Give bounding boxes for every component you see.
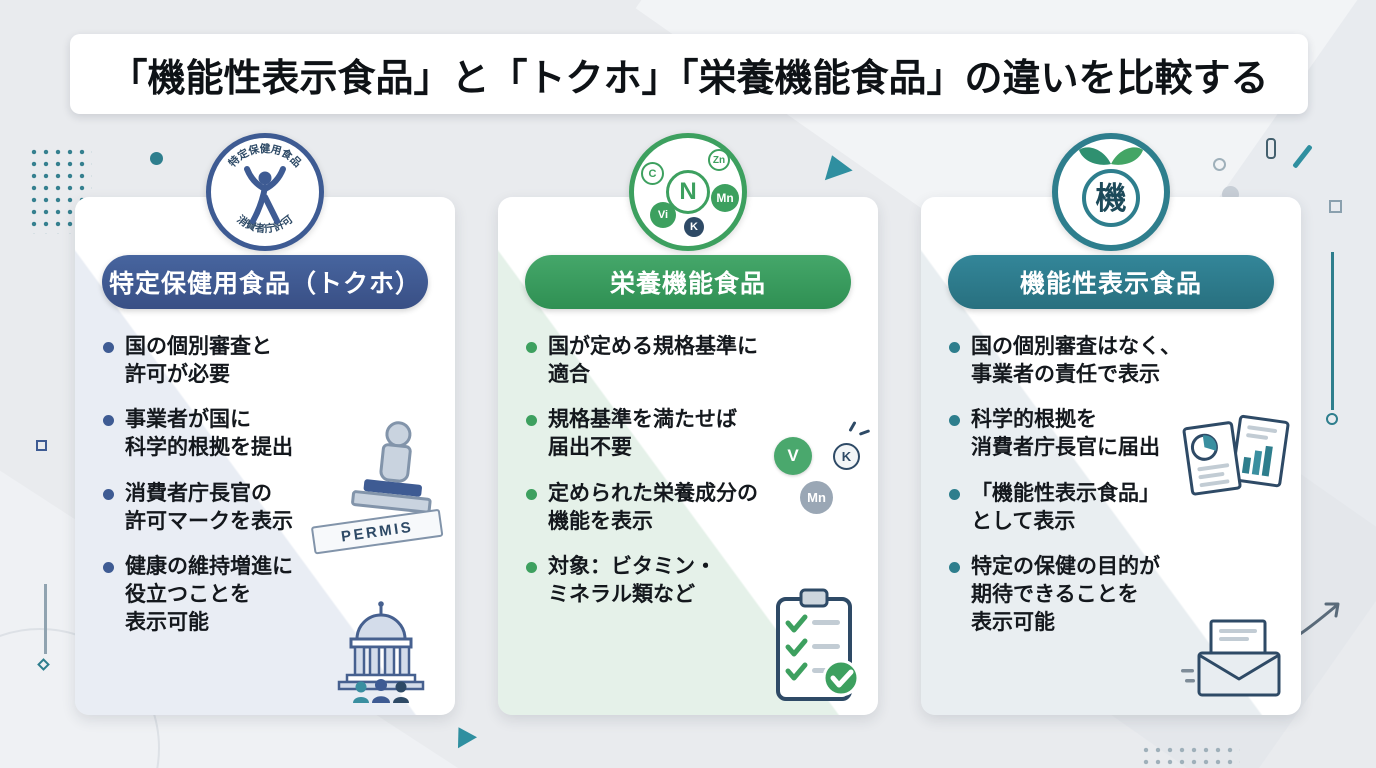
list-item: 国が定める規格基準に 適合 xyxy=(526,333,862,388)
list-item: 健康の維持増進に 役立つことを 表示可能 xyxy=(103,553,439,636)
square-outline-decoration xyxy=(36,440,47,451)
research-documents-icon xyxy=(1182,414,1290,496)
page-title: 「機能性表示食品」と「トクホ」「栄養機能食品」の違いを比較する xyxy=(109,57,1269,100)
bullet-dot xyxy=(949,488,960,500)
bullet-list: 国が定める規格基準に 適合 規格基準を満たせば 届出不要 定められた栄養成分の … xyxy=(498,333,878,627)
card-header-nutrient-function: 栄養機能食品 xyxy=(524,255,852,309)
people-icons xyxy=(353,679,409,703)
svg-text:特定保健用食品: 特定保健用食品 xyxy=(226,142,304,170)
bubble-mn: Mn xyxy=(800,481,833,514)
nutrient-mn: Mn xyxy=(711,184,739,212)
list-item: 特定の保健の目的が 期待できることを 表示可能 xyxy=(949,553,1285,636)
bullet-dot xyxy=(526,415,537,427)
submission-envelope-icon xyxy=(1181,619,1281,697)
bullet-dot xyxy=(103,562,114,574)
bullet-dot xyxy=(103,488,114,500)
government-building-icon xyxy=(337,601,425,703)
card-header-tokuho: 特定保健用食品（トクホ） xyxy=(101,255,429,309)
nutrients-cluster: Zn C Vi K Mn N xyxy=(636,140,740,244)
bullet-dot xyxy=(103,342,114,353)
bullet-dot xyxy=(949,562,960,574)
list-item: 消費者庁長官の 許可マークを表示 xyxy=(103,480,439,535)
stamp-handle xyxy=(378,442,413,484)
list-item: 事業者が国に 科学的根拠を提出 xyxy=(103,406,439,461)
square-outline-decoration xyxy=(1329,200,1342,213)
nutrient-k: K xyxy=(684,217,704,237)
list-item: 規格基準を満たせば 届出不要 xyxy=(526,406,862,461)
bubble-k: K xyxy=(833,443,860,470)
bullet-dot xyxy=(526,342,537,353)
circle-outline-decoration xyxy=(1213,158,1226,171)
bullet-dot xyxy=(103,415,114,427)
card-tokuho: 特定保健用食品 消費者庁許可 特定保健用食品（トクホ） 国の個別審査と 許可が必… xyxy=(75,133,456,715)
seal-top-text: 特定保健用食品 xyxy=(226,142,304,170)
card-functional-claims: 機 機能性表示食品 国の個別審査はなく、 事業者の責任で表示 科学的根拠を 消費… xyxy=(921,133,1301,715)
triangle-decoration xyxy=(448,721,478,749)
badge-kanji: 機 xyxy=(1096,181,1127,216)
dots-grid-decoration xyxy=(1140,744,1240,766)
nutrients-badge-icon: Zn C Vi K Mn N xyxy=(629,133,747,251)
vertical-line-decoration xyxy=(44,584,47,654)
list-item: 国の個別審査と 許可が必要 xyxy=(103,333,439,388)
bubble-v: V xyxy=(774,437,812,475)
bullet-dot xyxy=(949,415,960,427)
card-nutrient-function: Zn C Vi K Mn N 栄養機能食品 国が定める規格基準に 適合 規格基準… xyxy=(498,133,878,715)
list-item: 定められた栄養成分の 機能を表示 xyxy=(526,480,862,535)
list-item: 「機能性表示食品」 として表示 xyxy=(949,480,1285,535)
dot-decoration xyxy=(150,152,163,165)
card-header-functional-claims: 機能性表示食品 xyxy=(947,255,1275,309)
triangle-decoration xyxy=(824,155,856,187)
pill-outline-decoration xyxy=(1266,138,1276,159)
tokuho-seal-icon: 特定保健用食品 消費者庁許可 xyxy=(206,133,324,251)
title-bar: 「機能性表示食品」と「トクホ」「栄養機能食品」の違いを比較する xyxy=(70,34,1308,114)
circle-outline-decoration xyxy=(1326,413,1338,425)
approval-stamp-icon: PERMIS xyxy=(310,416,456,557)
list-item: 対象：ビタミン・ ミネラル類など xyxy=(526,553,862,608)
svg-text:消費者庁許可: 消費者庁許可 xyxy=(235,213,296,236)
nutrient-n-center: N xyxy=(666,170,710,214)
nutrient-c: C xyxy=(641,162,664,185)
nutrient-zn: Zn xyxy=(708,149,730,171)
vitamin-bubbles-icon: V K Mn xyxy=(772,420,871,521)
bullet-dot xyxy=(526,562,537,574)
list-item: 国の個別審査はなく、 事業者の責任で表示 xyxy=(949,333,1285,388)
leaf-icon xyxy=(1079,147,1143,165)
bullet-list: 国の個別審査と 許可が必要 事業者が国に 科学的根拠を提出 消費者庁長官の 許可… xyxy=(75,333,455,654)
list-item: 科学的根拠を 消費者庁長官に届出 xyxy=(949,406,1285,461)
seal-bottom-text: 消費者庁許可 xyxy=(235,213,296,236)
checklist-clipboard-icon xyxy=(776,588,860,701)
functional-claims-badge-icon: 機 xyxy=(1052,133,1170,251)
vertical-line-decoration xyxy=(1331,252,1334,410)
bullet-dot xyxy=(949,342,960,353)
jumping-person-icon xyxy=(244,166,286,224)
bullet-dot xyxy=(526,488,537,500)
arrow-icon xyxy=(1298,602,1340,636)
bullet-list: 国の個別審査はなく、 事業者の責任で表示 科学的根拠を 消費者庁長官に届出 「機… xyxy=(921,333,1301,654)
